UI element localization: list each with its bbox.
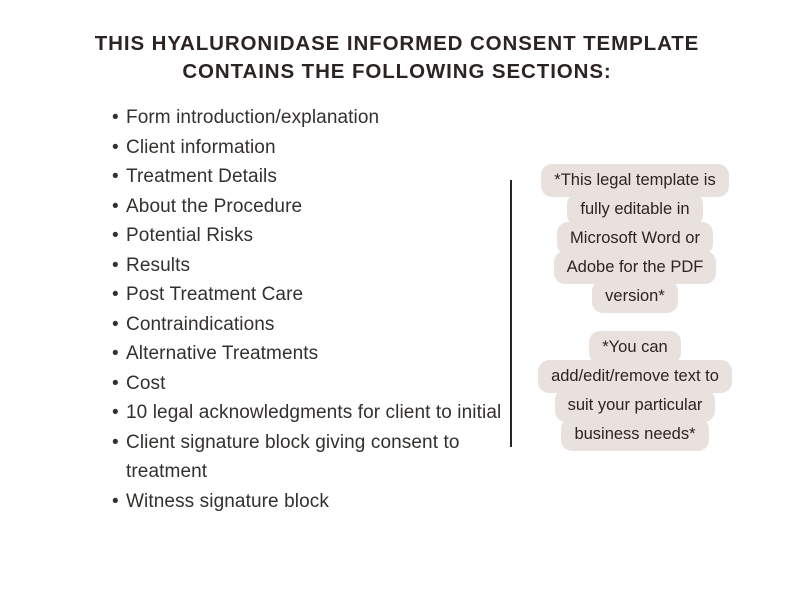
callout-line: add/edit/remove text to <box>538 360 732 393</box>
bullet-icon: • <box>112 166 119 187</box>
bullet-icon: • <box>112 402 119 423</box>
list-item-label: Results <box>126 254 191 276</box>
list-item-label: Form introduction/explanation <box>126 107 380 128</box>
list-item: • About the Procedure <box>112 192 502 222</box>
list-item-label: Post Treatment Care <box>126 284 304 305</box>
list-item: • Client signature block giving consent t… <box>112 428 502 487</box>
callout-line: Microsoft Word or <box>557 222 713 255</box>
sections-list: • Form introduction/explanation • Client in… <box>112 103 502 516</box>
list-item-label: Client signature block giving consent to… <box>126 431 460 483</box>
bullet-icon: • <box>112 372 119 394</box>
bullet-icon: • <box>112 284 119 305</box>
list-item: • Form introduction/explanation <box>112 103 502 133</box>
bullet-icon: • <box>112 490 119 512</box>
list-item-label: Cost <box>126 372 166 394</box>
list-item: • Cost <box>112 369 502 399</box>
list-item: • 10 legal acknowledgments for client to … <box>112 398 502 428</box>
list-item-label: Client information <box>126 136 276 158</box>
list-item-label: Witness signature block <box>126 490 329 512</box>
page-title: THIS HYALURONIDASE INFORMED CONSENT TEMP… <box>0 30 794 86</box>
bullet-icon: • <box>112 254 119 276</box>
page-title-line-2: CONTAINS THE FOLLOWING SECTIONS: <box>182 60 612 83</box>
bullet-icon: • <box>112 195 119 217</box>
callout-line: business needs* <box>561 418 709 451</box>
callout-line: *This legal template is <box>541 164 729 197</box>
vertical-divider <box>510 180 512 447</box>
callout-line: suit your particular <box>554 389 716 422</box>
list-item: • Witness signature block <box>112 487 502 517</box>
bullet-icon: • <box>112 431 119 453</box>
list-item-label: 10 legal acknowledgments for client to i… <box>126 402 502 423</box>
callout-line: Adobe for the PDF <box>553 251 717 284</box>
list-item-label: Treatment Details <box>126 166 277 187</box>
list-item-label: Contraindications <box>126 313 275 335</box>
list-item: • Client information <box>112 133 502 163</box>
list-item-label: Alternative Treatments <box>126 343 319 364</box>
list-item: • Alternative Treatments <box>112 339 502 369</box>
bullet-icon: • <box>112 313 119 335</box>
list-item: • Contraindications <box>112 310 502 340</box>
list-item: • Post Treatment Care <box>112 280 502 310</box>
list-item: • Potential Risks <box>112 221 502 251</box>
page-title-line-1: THIS HYALURONIDASE INFORMED CONSENT TEMP… <box>94 32 700 55</box>
bullet-icon: • <box>112 343 119 364</box>
callout-line: *You can <box>589 331 681 364</box>
list-item: • Results <box>112 251 502 281</box>
callout-line: fully editable in <box>567 193 703 226</box>
bullet-icon: • <box>112 107 119 128</box>
callout-line: version* <box>592 280 678 313</box>
bullet-icon: • <box>112 136 119 158</box>
list-item: • Treatment Details <box>112 162 502 192</box>
list-item-label: Potential Risks <box>126 225 254 246</box>
list-item-label: About the Procedure <box>126 195 303 217</box>
bullet-icon: • <box>112 225 119 246</box>
